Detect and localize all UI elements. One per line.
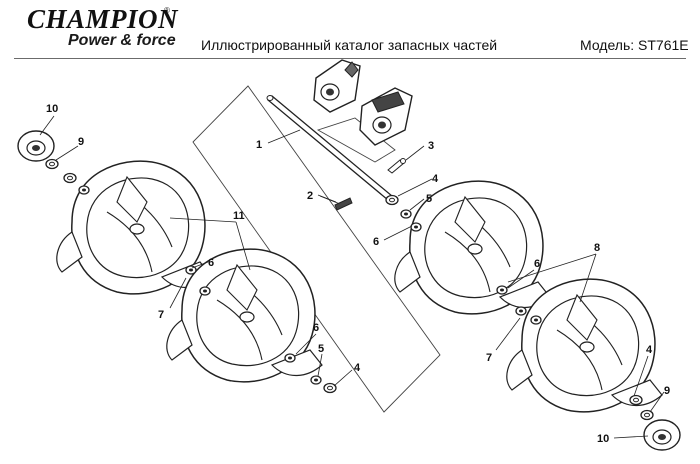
bearing-housing-right [643, 419, 681, 451]
nut [410, 222, 422, 232]
callout-6-right: 6 [534, 258, 540, 270]
washer [629, 394, 643, 406]
registered-mark: ® [164, 6, 170, 15]
catalog-title: Иллюстрированный каталог запасных частей [201, 37, 498, 53]
lock-washer [400, 209, 412, 219]
nut [530, 315, 542, 325]
callout-3: 3 [428, 140, 434, 152]
model-label: Модель: ST761E [580, 37, 689, 53]
nut [284, 353, 296, 363]
callout-8: 8 [594, 242, 600, 254]
callout-10-left: 10 [46, 103, 58, 115]
washer [63, 172, 77, 184]
shaft-mount-outline [316, 117, 396, 163]
callout-2: 2 [307, 190, 313, 202]
callout-9-left: 9 [78, 136, 84, 148]
header-divider [14, 58, 686, 59]
callout-6-center: 6 [373, 236, 379, 248]
callout-5-center: 5 [426, 193, 432, 205]
callout-9-right: 9 [664, 385, 670, 397]
auger-right-inner [394, 180, 551, 315]
bearing-washer [45, 158, 59, 170]
catalog-header: CHAMPION ® Power & force Иллюстрированны… [0, 0, 700, 62]
shear-bolt [319, 195, 353, 211]
callout-7-left: 7 [158, 309, 164, 321]
leader-lines [39, 115, 665, 439]
callout-10-right: 10 [597, 433, 609, 445]
callout-6-lower: 6 [313, 322, 319, 334]
callout-4-lower: 4 [354, 362, 361, 374]
callout-5-lower: 5 [318, 343, 324, 355]
washer [385, 194, 399, 206]
lock-washer [310, 375, 322, 385]
callout-4-right: 4 [646, 344, 653, 356]
callout-4-center: 4 [432, 173, 439, 185]
assembly-outline [192, 85, 441, 413]
bearing-housing-left [17, 130, 55, 162]
nut [78, 185, 90, 195]
brand-tagline: Power & force [68, 32, 176, 49]
washer [323, 382, 337, 394]
cotter-pin [387, 158, 406, 174]
bearing-washer [640, 409, 654, 421]
callout-6-left: 6 [208, 257, 214, 269]
bushing [515, 306, 527, 316]
nut [199, 286, 211, 296]
callout-7-right: 7 [486, 352, 492, 364]
brand-logo: CHAMPION [27, 4, 179, 34]
callout-11: 11 [233, 210, 245, 222]
callout-1: 1 [256, 139, 262, 151]
nut [496, 285, 508, 295]
gearbox-housing [313, 59, 413, 146]
